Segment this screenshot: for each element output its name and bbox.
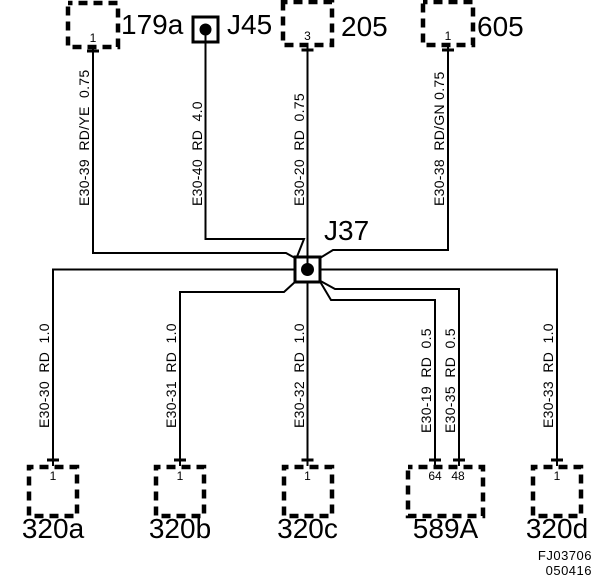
wire-e30-38 xyxy=(319,45,449,259)
connector-box-320c xyxy=(281,464,335,519)
wire-label-e30-39: E30-39 RD/YE 0.75 xyxy=(76,69,92,206)
connector-box-589A xyxy=(405,464,486,519)
diagram-code: FJ03706 xyxy=(537,548,592,563)
component-label-320b: 320b xyxy=(148,513,212,544)
wire-label-e30-19: E30-19 RD 0.5 xyxy=(418,328,434,433)
component-label-320c: 320c xyxy=(277,513,338,544)
wire-label-e30-31: E30-31 RD 1.0 xyxy=(163,323,179,428)
component-label-320a: 320a xyxy=(21,513,85,544)
pin-number-179a-1: 1 xyxy=(89,31,97,45)
wire-label-e30-40: E30-40 RD 4.0 xyxy=(188,101,205,206)
junction-dot-j45 xyxy=(199,23,212,36)
wire-label-e30-38: E30-38 RD/GN 0.75 xyxy=(431,71,447,206)
connector-box-320b xyxy=(153,464,207,519)
wire-e30-35 xyxy=(320,280,460,466)
connector-box-320d xyxy=(530,464,584,519)
wire-label-e30-35: E30-35 RD 0.5 xyxy=(442,328,458,433)
component-label-179a: 179a xyxy=(121,9,184,40)
component-label-205: 205 xyxy=(341,11,388,42)
pin-number-589A-64: 64 xyxy=(428,469,442,483)
pin-number-589A-48: 48 xyxy=(451,469,465,483)
connector-box-320a xyxy=(26,464,80,519)
component-label-j37: J37 xyxy=(324,215,370,246)
wire-label-e30-30: E30-30 RD 1.0 xyxy=(36,323,52,428)
diagram-date-code: 050416 xyxy=(545,563,592,578)
component-label-j45: J45 xyxy=(227,9,273,40)
wire-label-e30-32: E30-32 RD 1.0 xyxy=(290,323,307,428)
component-label-605: 605 xyxy=(477,11,524,42)
wire-e30-19 xyxy=(319,280,436,466)
pin-number-205-3: 3 xyxy=(304,29,311,43)
wire-e30-40 xyxy=(204,30,306,259)
connector-box-179a xyxy=(65,0,121,50)
footer-reference: FJ03706 050416 xyxy=(538,548,592,578)
pin-number-320d-1: 1 xyxy=(553,469,561,483)
pin-number-320a-1: 1 xyxy=(49,469,57,483)
wire-e30-39 xyxy=(92,49,296,259)
junction-dot-j37 xyxy=(301,263,314,276)
wire-e30-30 xyxy=(52,268,295,466)
pin-number-320c-1: 1 xyxy=(304,469,311,483)
wire-label-e30-33: E30-33 RD 1.0 xyxy=(540,323,556,428)
wire-e30-31 xyxy=(179,280,297,466)
component-label-320d: 320d xyxy=(525,513,589,544)
pin-number-320b-1: 1 xyxy=(176,469,184,483)
pin-number-605-1: 1 xyxy=(444,29,452,43)
wire-label-e30-20: E30-20 RD 0.75 xyxy=(290,93,307,206)
component-label-589A: 589A xyxy=(412,513,479,544)
wire-e30-33 xyxy=(320,268,558,466)
